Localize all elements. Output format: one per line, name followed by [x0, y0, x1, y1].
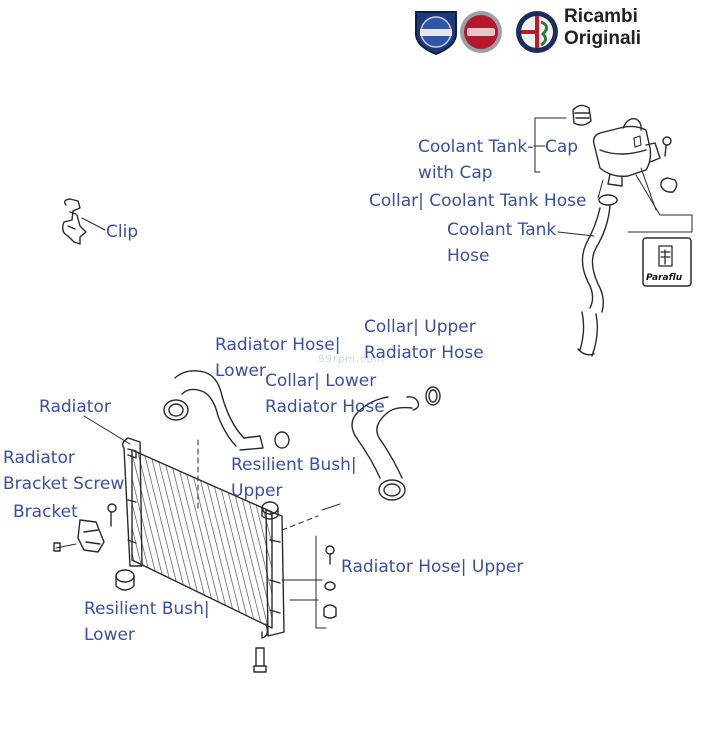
- paraflu-badge: [642, 237, 692, 287]
- label-radiator-bracket-screw-2: Bracket Screw: [3, 474, 125, 494]
- radiator-part: [121, 437, 341, 639]
- label-collar-lower-radiator-hose-1: Collar| Lower: [265, 371, 377, 391]
- label-resilient-bush-upper-1: Resilient Bush|: [231, 455, 357, 475]
- coolant-tank-cap-part: [572, 104, 592, 126]
- label-coolant-tank-with-cap-1: Coolant Tank-: [418, 137, 534, 157]
- label-radiator-hose-lower-2: Lower: [215, 361, 266, 381]
- radiator-hose-lower-part: [163, 370, 264, 451]
- label-radiator-hose-lower-1: Radiator Hose|: [215, 335, 341, 355]
- collar-coolant-tank-hose-part: [598, 194, 618, 206]
- brand-line-2: Originali: [564, 28, 642, 49]
- alfa-romeo-logo: [516, 11, 558, 53]
- resilient-bush-lower-part: [115, 569, 135, 591]
- coolant-tank-bolt-part: [662, 136, 672, 157]
- label-coolant-tank-hose-2: Hose: [447, 246, 490, 266]
- label-collar-upper-radiator-hose-2: Radiator Hose: [364, 343, 484, 363]
- label-collar-lower-radiator-hose-2: Radiator Hose: [265, 397, 385, 417]
- lancia-logo: [415, 11, 457, 56]
- paraflu-badge-text: Paraflu: [646, 273, 683, 283]
- label-radiator-hose-upper: Radiator Hose| Upper: [341, 557, 524, 577]
- radiator-hose-upper-part: [351, 396, 420, 501]
- label-bracket: Bracket: [13, 502, 78, 522]
- brand-title: Ricambi Originali: [564, 6, 641, 50]
- radiator-bracket-screw-part: [107, 503, 117, 527]
- collar-lower-radiator-hose-part: [274, 431, 290, 449]
- fiat-logo: [460, 11, 502, 53]
- small-nut-part: [660, 177, 678, 193]
- label-cap: Cap: [545, 137, 579, 157]
- label-coolant-tank-hose-1: Coolant Tank: [447, 220, 557, 240]
- bottom-bolt-part: [253, 647, 267, 673]
- collar-upper-radiator-hose-part: [425, 386, 441, 406]
- label-collar-upper-radiator-hose-1: Collar| Upper: [364, 317, 476, 337]
- watermark: 99rpm.com: [318, 354, 385, 365]
- bracket-part: [53, 519, 105, 553]
- label-radiator-bracket-screw-1: Radiator: [3, 448, 75, 468]
- label-collar-coolant-tank-hose: Collar| Coolant Tank Hose: [369, 191, 587, 211]
- clip-part: [61, 198, 106, 245]
- brand-line-1: Ricambi: [564, 6, 638, 27]
- coolant-tank-part: [592, 118, 661, 199]
- label-resilient-bush-lower-1: Resilient Bush|: [84, 599, 210, 619]
- label-coolant-tank-with-cap-2: with Cap: [418, 163, 493, 183]
- coolant-tank-hose-part: [577, 205, 611, 357]
- label-radiator: Radiator: [39, 397, 111, 417]
- small-fixings-part: [281, 535, 337, 629]
- label-resilient-bush-upper-2: Upper: [231, 481, 283, 501]
- label-clip: Clip: [106, 222, 139, 242]
- label-resilient-bush-lower-2: Lower: [84, 625, 135, 645]
